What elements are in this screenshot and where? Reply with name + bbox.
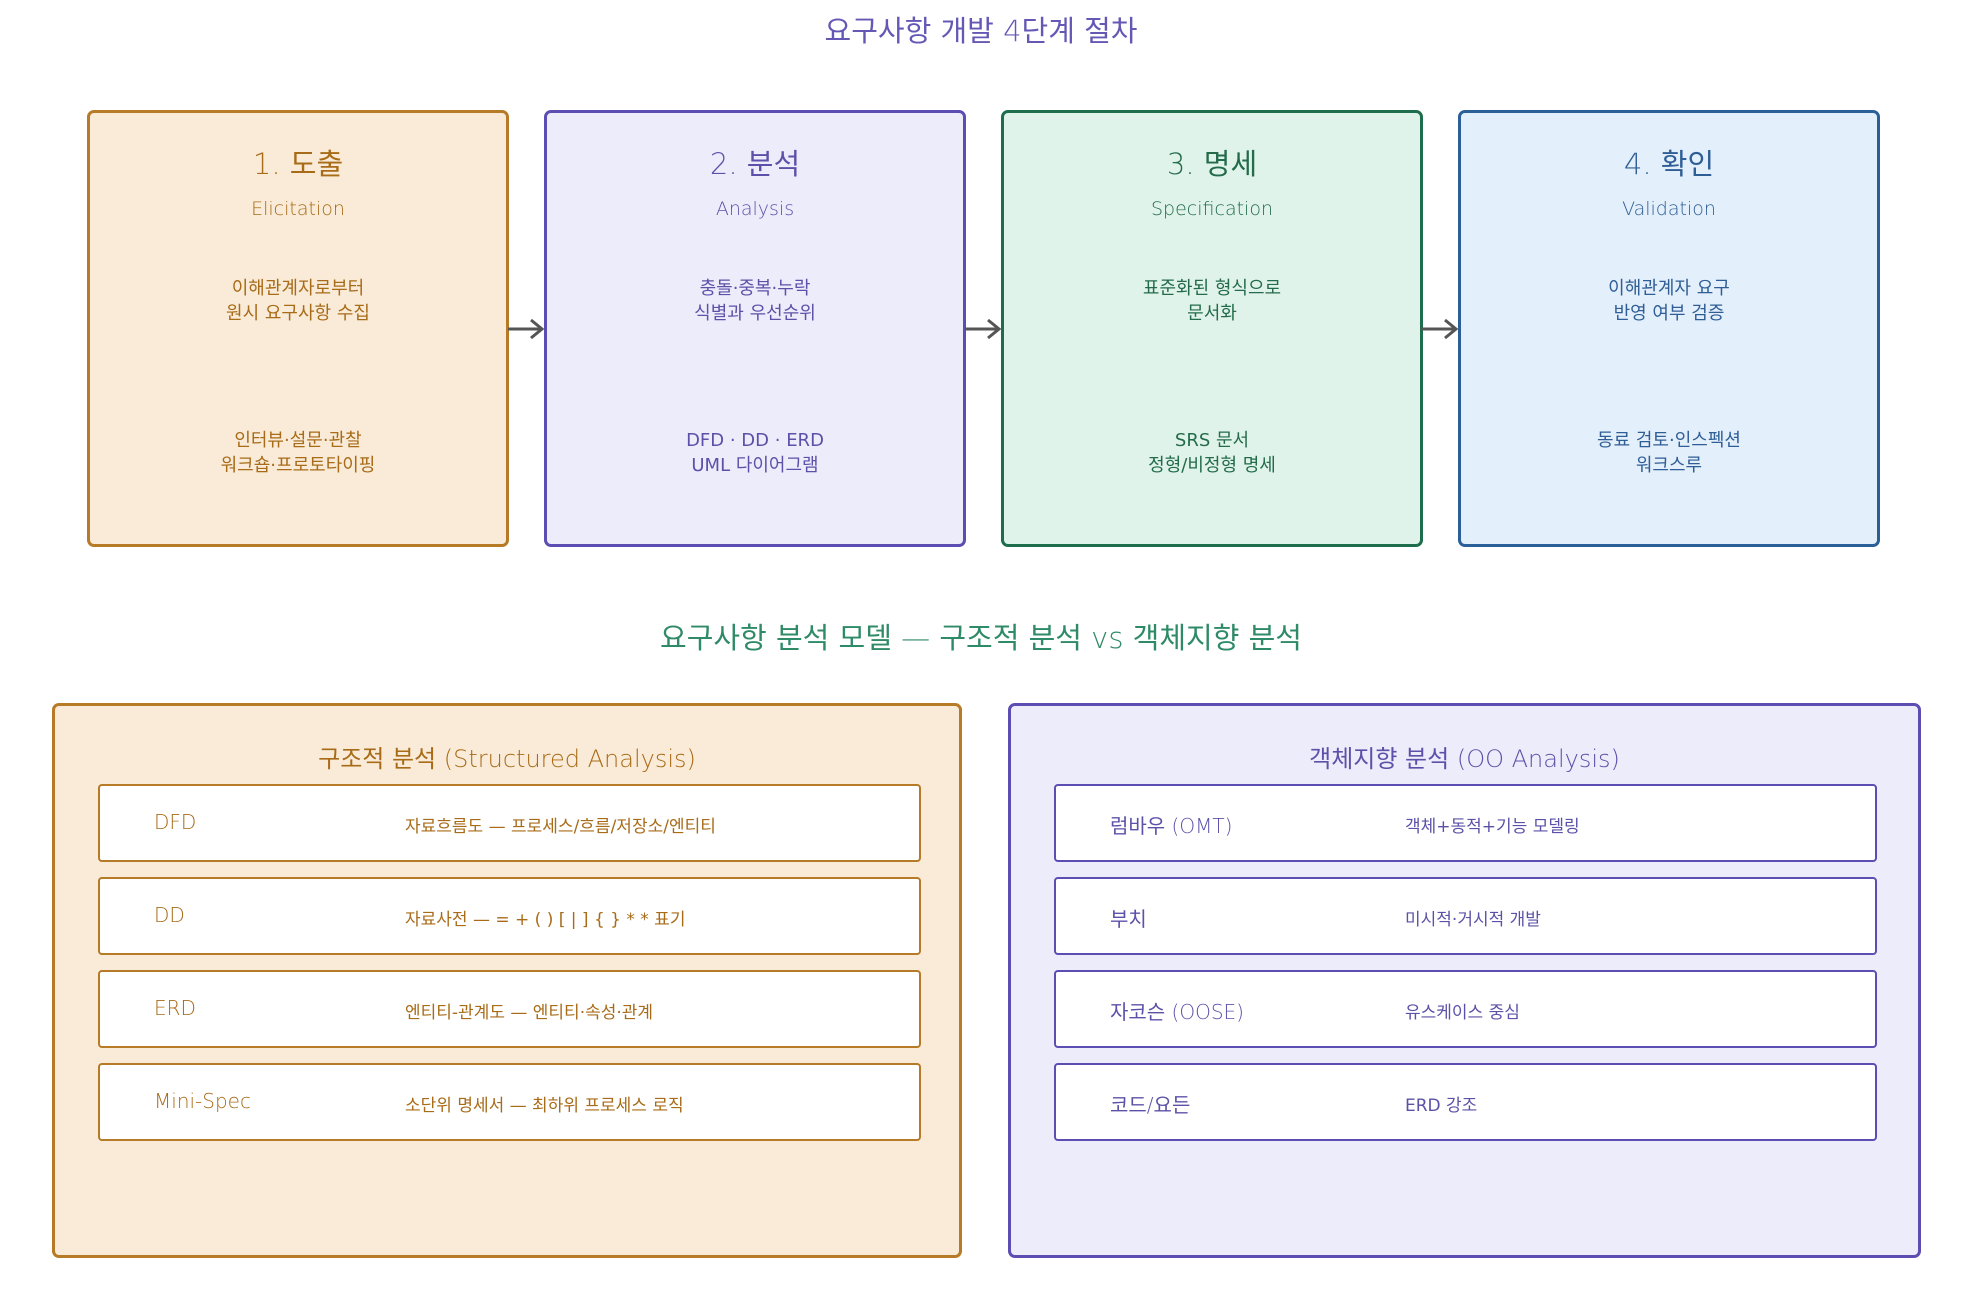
- technique-line: 인터뷰·설문·관찰: [234, 430, 362, 451]
- row-description: 소단위 명세서 — 최하위 프로세스 로직: [405, 1096, 684, 1116]
- stage-english-name: Elicitation: [251, 198, 345, 220]
- arrow-right-icon: [965, 318, 1002, 340]
- stage-english-name: Specification: [1151, 198, 1273, 220]
- row-description: 엔티티-관계도 — 엔티티·속성·관계: [405, 1003, 654, 1023]
- stage-techniques: 동료 검토·인스펙션 워크스루: [1461, 428, 1877, 478]
- row-description: 자료흐름도 — 프로세스/흐름/저장소/엔티티: [405, 817, 716, 837]
- model-row: 럼바우 (OMT) 객체+동적+기능 모델링: [1054, 784, 1877, 862]
- model-row: DFD 자료흐름도 — 프로세스/흐름/저장소/엔티티: [98, 784, 921, 862]
- technique-line: 동료 검토·인스펙션: [1597, 430, 1741, 451]
- description-line: 충돌·중복·누락: [699, 278, 811, 299]
- stage-description: 표준화된 형식으로 문서화: [1004, 276, 1420, 326]
- row-name: Mini-Spec: [154, 1089, 251, 1113]
- stage-specification: 3. 명세 Specification 표준화된 형식으로 문서화 SRS 문서…: [1001, 110, 1423, 547]
- stage-validation: 4. 확인 Validation 이해관계자 요구 반영 여부 검증 동료 검토…: [1458, 110, 1880, 547]
- stage-name: 3. 명세: [1166, 147, 1258, 181]
- stage-elicitation: 1. 도출 Elicitation 이해관계자로부터 원시 요구사항 수집 인터…: [87, 110, 509, 547]
- row-name: 럼바우 (OMT): [1110, 814, 1233, 838]
- row-name: 코드/요든: [1110, 1093, 1191, 1117]
- row-name: 자코슨 (OOSE): [1110, 1000, 1244, 1024]
- structured-analysis-panel: 구조적 분석 (Structured Analysis) DFD 자료흐름도 —…: [52, 703, 962, 1258]
- technique-line: UML 다이어그램: [691, 455, 819, 476]
- stage-techniques: DFD · DD · ERD UML 다이어그램: [547, 428, 963, 478]
- description-line: 이해관계자로부터: [231, 278, 365, 299]
- row-name: 부치: [1110, 907, 1147, 931]
- stage-analysis: 2. 분석 Analysis 충돌·중복·누락 식별과 우선순위 DFD · D…: [544, 110, 966, 547]
- description-line: 식별과 우선순위: [694, 303, 816, 324]
- stage-name: 4. 확인: [1623, 147, 1715, 181]
- arrow-right-icon: [1422, 318, 1459, 340]
- row-description: 객체+동적+기능 모델링: [1405, 817, 1580, 837]
- model-row: Mini-Spec 소단위 명세서 — 최하위 프로세스 로직: [98, 1063, 921, 1141]
- model-row: DD 자료사전 — = + ( ) [ | ] { } * * 표기: [98, 877, 921, 955]
- stage-description: 이해관계자 요구 반영 여부 검증: [1461, 276, 1877, 326]
- stage-english-name: Validation: [1622, 198, 1716, 220]
- row-description: ERD 강조: [1405, 1096, 1478, 1116]
- technique-line: 워크스루: [1635, 455, 1703, 476]
- stage-name: 2. 분석: [709, 147, 801, 181]
- row-description: 유스케이스 중심: [1405, 1003, 1520, 1023]
- panel-title: 객체지향 분석 (OO Analysis): [1309, 745, 1620, 773]
- stage-description: 충돌·중복·누락 식별과 우선순위: [547, 276, 963, 326]
- stage-english-name: Analysis: [715, 198, 795, 220]
- models-title: 요구사항 분석 모델 — 구조적 분석 vs 객체지향 분석: [660, 621, 1302, 655]
- technique-line: 정형/비정형 명세: [1148, 455, 1276, 476]
- description-line: 이해관계자 요구: [1608, 278, 1730, 299]
- description-line: 문서화: [1187, 303, 1237, 324]
- stage-description: 이해관계자로부터 원시 요구사항 수집: [90, 276, 506, 326]
- description-line: 반영 여부 검증: [1613, 303, 1725, 324]
- model-row: 코드/요든 ERD 강조: [1054, 1063, 1877, 1141]
- model-row: 부치 미시적·거시적 개발: [1054, 877, 1877, 955]
- row-name: DFD: [154, 810, 197, 834]
- arrow-right-icon: [508, 318, 545, 340]
- row-description: 미시적·거시적 개발: [1405, 910, 1541, 930]
- object-oriented-analysis-panel: 객체지향 분석 (OO Analysis) 럼바우 (OMT) 객체+동적+기능…: [1008, 703, 1921, 1258]
- row-description: 자료사전 — = + ( ) [ | ] { } * * 표기: [405, 910, 686, 930]
- stage-techniques: SRS 문서 정형/비정형 명세: [1004, 428, 1420, 478]
- row-name: DD: [154, 903, 185, 927]
- row-name: ERD: [154, 996, 196, 1020]
- panel-title: 구조적 분석 (Structured Analysis): [318, 745, 696, 773]
- model-row: 자코슨 (OOSE) 유스케이스 중심: [1054, 970, 1877, 1048]
- stage-name: 1. 도출: [252, 147, 344, 181]
- model-row: ERD 엔티티-관계도 — 엔티티·속성·관계: [98, 970, 921, 1048]
- process-title: 요구사항 개발 4단계 절차: [824, 14, 1138, 48]
- technique-line: SRS 문서: [1174, 430, 1250, 451]
- technique-line: DFD · DD · ERD: [686, 430, 824, 451]
- technique-line: 워크숍·프로토타이핑: [220, 455, 376, 476]
- stage-techniques: 인터뷰·설문·관찰 워크숍·프로토타이핑: [90, 428, 506, 478]
- description-line: 표준화된 형식으로: [1142, 278, 1282, 299]
- description-line: 원시 요구사항 수집: [226, 303, 370, 324]
